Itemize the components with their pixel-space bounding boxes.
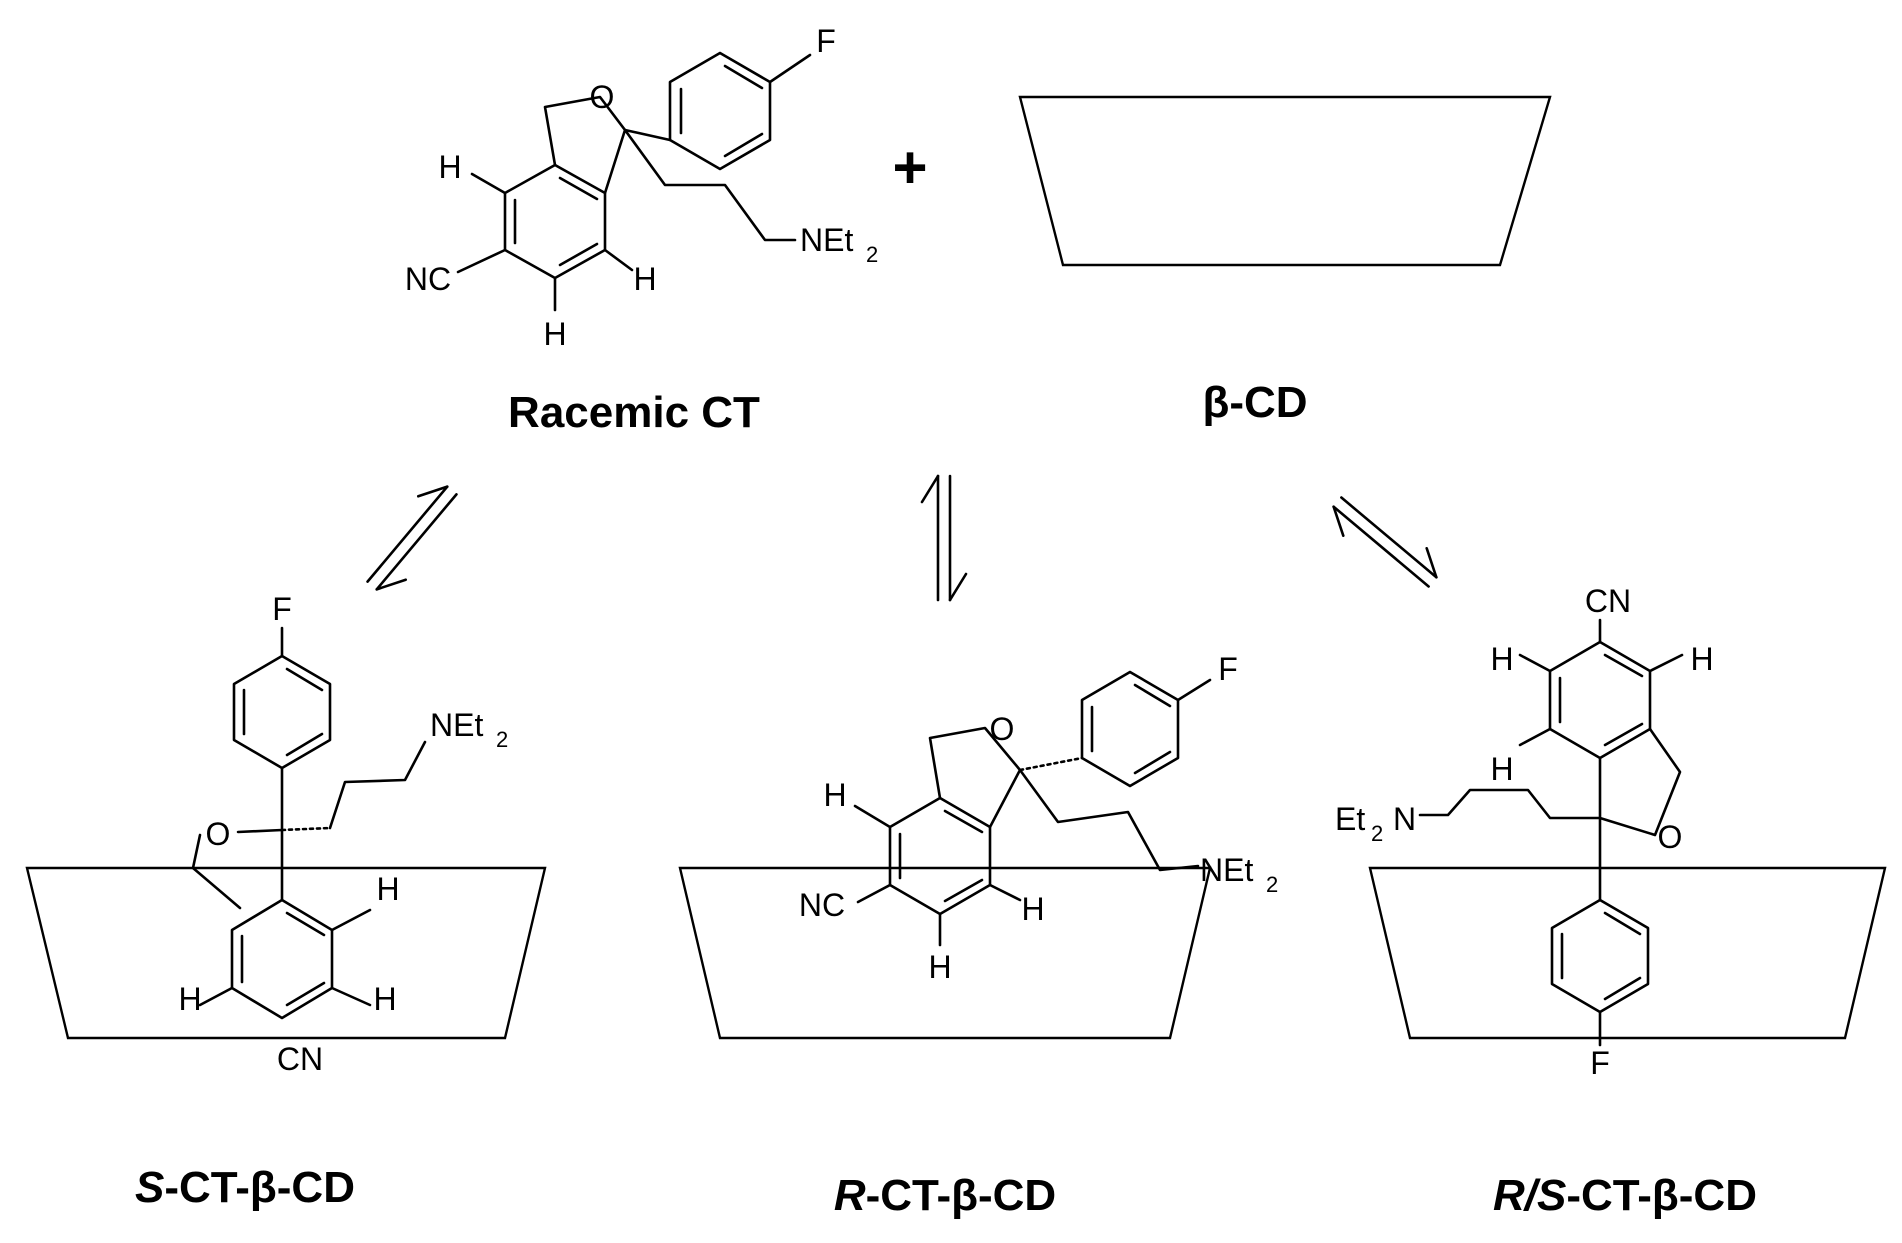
atom-fluorine: F	[816, 23, 836, 59]
atom-oxygen: O	[1658, 819, 1683, 855]
equilibrium-arrow-left	[366, 485, 458, 591]
atom-hydrogen: H	[178, 981, 201, 1017]
atom-fluorine: F	[1218, 651, 1238, 687]
atom-hydrogen: H	[1490, 751, 1513, 787]
atom-hydrogen: H	[633, 261, 656, 297]
atom-oxygen: O	[590, 79, 615, 115]
atom-cyano-cn: CN	[277, 1041, 323, 1077]
label-s-suffix: -CT-β-CD	[164, 1163, 355, 1212]
racemic-ct-molecule	[456, 51, 812, 312]
plus-sign: +	[892, 134, 927, 201]
atom-oxygen: O	[206, 816, 231, 852]
atom-hydrogen: H	[1021, 891, 1044, 927]
label-rs-complex: R/S-CT-β-CD	[1493, 1171, 1757, 1220]
atom-diethylamino: NEt	[430, 707, 483, 743]
equilibrium-arrow-center	[920, 474, 968, 602]
atom-hydrogen: H	[438, 149, 461, 185]
atom-hydrogen: H	[373, 981, 396, 1017]
atom-hydrogen: H	[1490, 641, 1513, 677]
atom-oxygen: O	[990, 711, 1015, 747]
atom-subscript: 2	[1266, 872, 1278, 897]
atom-hydrogen: H	[928, 949, 951, 985]
atom-hydrogen: H	[376, 871, 399, 907]
label-r-complex: R-CT-β-CD	[834, 1171, 1056, 1220]
atom-diethyl: Et	[1335, 801, 1365, 837]
s-complex-cup	[25, 866, 547, 1040]
r-complex-molecule	[853, 670, 1212, 947]
beta-cd-cup	[1018, 95, 1552, 267]
rs-complex-molecule	[1418, 618, 1684, 1047]
atom-subscript: 2	[1371, 821, 1383, 846]
label-beta-cd: β-CD	[1202, 378, 1307, 427]
rs-complex-cup	[1368, 866, 1887, 1040]
atom-fluorine: F	[272, 591, 292, 627]
s-complex-molecule	[191, 626, 427, 1020]
atom-subscript: 2	[496, 727, 508, 752]
label-rs-prefix: R/S	[1493, 1171, 1566, 1220]
atom-cyano-nc: NC	[405, 261, 451, 297]
label-r-suffix: -CT-β-CD	[866, 1171, 1057, 1220]
atom-cyano-cn: CN	[1585, 583, 1631, 619]
atom-fluorine: F	[1590, 1045, 1610, 1081]
atom-hydrogen: H	[543, 316, 566, 352]
atom-diethylamino: NEt	[800, 222, 853, 258]
atom-subscript: 2	[866, 242, 878, 267]
atom-cyano-nc: NC	[799, 887, 845, 923]
atom-nitrogen: N	[1393, 801, 1416, 837]
atom-diethylamino: NEt	[1200, 852, 1253, 888]
label-racemic-ct: Racemic CT	[508, 388, 760, 437]
r-complex-cup	[678, 866, 1212, 1040]
label-rs-suffix: -CT-β-CD	[1566, 1171, 1757, 1220]
label-s-prefix: S	[135, 1163, 164, 1212]
equilibrium-arrow-right	[1332, 496, 1438, 588]
label-s-complex: S-CT-β-CD	[135, 1163, 355, 1212]
label-r-prefix: R	[834, 1171, 866, 1220]
atom-hydrogen: H	[1690, 641, 1713, 677]
atom-hydrogen: H	[823, 777, 846, 813]
